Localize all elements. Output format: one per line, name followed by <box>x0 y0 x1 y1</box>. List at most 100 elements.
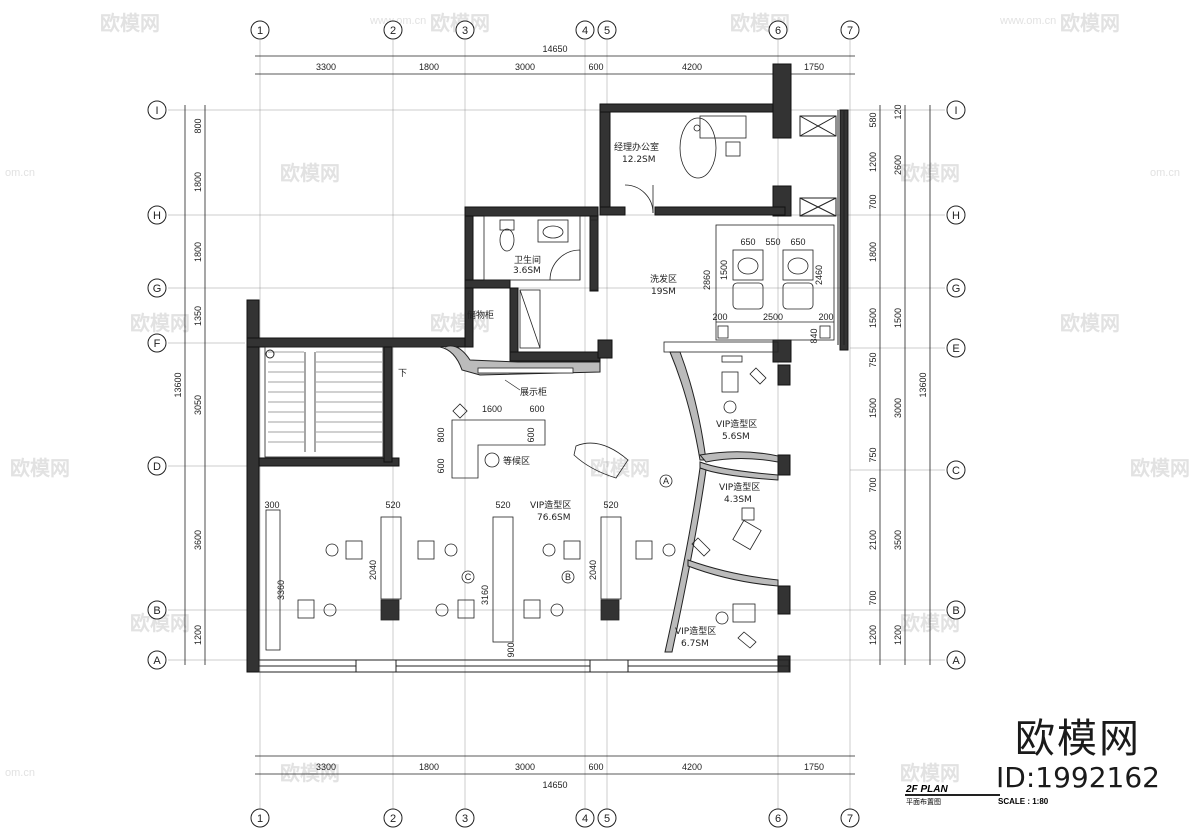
svg-text:H: H <box>153 210 161 222</box>
svg-text:200: 200 <box>818 312 833 322</box>
svg-text:13600: 13600 <box>918 372 928 397</box>
toilet-fixtures <box>483 215 581 281</box>
top-dimensions: 14650 3300 1800 3000 600 4200 1750 <box>316 44 824 72</box>
watermark-brand: 欧模网 <box>590 456 650 480</box>
vip-room-2-area: 4.3SM <box>724 495 752 505</box>
storage-cabinet <box>519 219 599 349</box>
svg-text:A: A <box>952 655 960 667</box>
svg-text:2040: 2040 <box>368 560 378 580</box>
svg-text:1800: 1800 <box>193 242 203 262</box>
svg-text:1750: 1750 <box>804 62 824 72</box>
svg-text:C: C <box>952 465 960 477</box>
svg-text:G: G <box>153 283 162 295</box>
svg-text:200: 200 <box>712 312 727 322</box>
watermark-brand: 欧模网 <box>100 11 160 35</box>
vip-room-1-label: VIP造型区 <box>716 418 757 430</box>
svg-text:7: 7 <box>847 813 853 825</box>
watermark-brand: 欧模网 <box>900 761 960 785</box>
svg-text:6: 6 <box>775 25 781 37</box>
svg-text:1350: 1350 <box>193 306 203 326</box>
column-post <box>265 349 275 359</box>
svg-text:3300: 3300 <box>316 62 336 72</box>
bottom-dimensions: 3300 1800 3000 600 4200 1750 14650 <box>316 762 824 790</box>
svg-text:4200: 4200 <box>682 62 702 72</box>
svg-text:600: 600 <box>526 427 536 442</box>
main-styling-area: 76.6SM <box>537 513 571 523</box>
partition-header <box>663 341 779 353</box>
right-dimensions: 580 1200 700 1800 1500 750 1500 750 700 … <box>868 104 928 645</box>
svg-text:750: 750 <box>868 447 878 462</box>
south-window <box>258 659 790 673</box>
model-id: ID:1992162 <box>996 761 1160 794</box>
svg-text:1800: 1800 <box>868 242 878 262</box>
waiting-area-label: 等候区 <box>503 455 530 467</box>
svg-text:B: B <box>952 605 959 617</box>
svg-text:600: 600 <box>588 762 603 772</box>
section-marker-labels: A C B <box>465 476 669 582</box>
svg-text:650: 650 <box>790 237 805 247</box>
svg-text:3000: 3000 <box>893 398 903 418</box>
plan-title: 2F PLAN <box>905 784 948 795</box>
svg-text:650: 650 <box>740 237 755 247</box>
svg-text:300: 300 <box>264 500 279 510</box>
svg-text:1500: 1500 <box>719 260 729 280</box>
watermark-domain: om.cn <box>1150 167 1180 179</box>
svg-text:F: F <box>154 338 161 350</box>
svg-text:3300: 3300 <box>316 762 336 772</box>
svg-text:520: 520 <box>495 500 510 510</box>
svg-text:600: 600 <box>436 458 446 473</box>
styling-dims: 300 520 520 520 2040 3160 2040 3360 900 <box>264 500 618 658</box>
svg-text:1800: 1800 <box>419 62 439 72</box>
svg-text:600: 600 <box>529 404 544 414</box>
svg-text:H: H <box>952 210 960 222</box>
svg-text:700: 700 <box>868 194 878 209</box>
manager-office-area: 12.2SM <box>622 155 656 165</box>
styling-stations <box>265 509 676 651</box>
watermark-domain: www.om.cn <box>369 15 426 27</box>
svg-text:750: 750 <box>868 352 878 367</box>
svg-text:I: I <box>954 105 957 117</box>
waiting-area-sofa <box>451 403 546 479</box>
row-axis-bubbles <box>147 100 966 670</box>
svg-text:3000: 3000 <box>515 762 535 772</box>
svg-text:1: 1 <box>257 25 263 37</box>
svg-text:A: A <box>663 476 669 486</box>
watermark-brand: 欧模网 <box>1060 311 1120 335</box>
svg-text:2860: 2860 <box>702 270 712 290</box>
svg-text:1500: 1500 <box>868 308 878 328</box>
svg-text:800: 800 <box>193 118 203 133</box>
svg-text:1: 1 <box>257 813 263 825</box>
brand-stamp: 欧模网 ID:1992162 <box>996 716 1160 794</box>
watermark-domain: www.om.cn <box>999 15 1056 27</box>
vip-room-1-area: 5.6SM <box>722 432 750 442</box>
svg-text:4200: 4200 <box>682 762 702 772</box>
svg-text:800: 800 <box>436 427 446 442</box>
row-axis-labels: I H G F D B A I H G E C B A <box>153 105 961 667</box>
svg-text:520: 520 <box>385 500 400 510</box>
east-window <box>799 110 845 345</box>
toilet-area: 3.6SM <box>513 266 541 276</box>
watermark-brand: 欧模网 <box>1130 456 1190 480</box>
svg-text:G: G <box>952 283 961 295</box>
svg-text:3600: 3600 <box>193 530 203 550</box>
svg-text:900: 900 <box>506 642 516 657</box>
vip-partitions <box>664 351 779 653</box>
svg-text:1200: 1200 <box>893 625 903 645</box>
svg-text:3160: 3160 <box>480 585 490 605</box>
watermark-brand: 欧模网 <box>1060 11 1120 35</box>
svg-text:13600: 13600 <box>173 372 183 397</box>
svg-text:2100: 2100 <box>868 530 878 550</box>
svg-text:580: 580 <box>868 112 878 127</box>
main-styling-label: VIP造型区 <box>530 499 571 511</box>
svg-text:14650: 14650 <box>542 780 567 790</box>
svg-text:840: 840 <box>809 328 819 343</box>
waiting-area-dims: 1600 600 800 600 600 <box>436 404 545 474</box>
svg-text:3500: 3500 <box>893 530 903 550</box>
wash-area-dims: 650 550 650 2860 1500 2460 200 2500 200 … <box>702 237 834 344</box>
dimension-lines <box>184 55 931 775</box>
manager-office-label: 经理办公室 <box>614 141 659 153</box>
svg-text:1200: 1200 <box>868 625 878 645</box>
brand-name: 欧模网 <box>1015 716 1142 762</box>
svg-text:550: 550 <box>765 237 780 247</box>
